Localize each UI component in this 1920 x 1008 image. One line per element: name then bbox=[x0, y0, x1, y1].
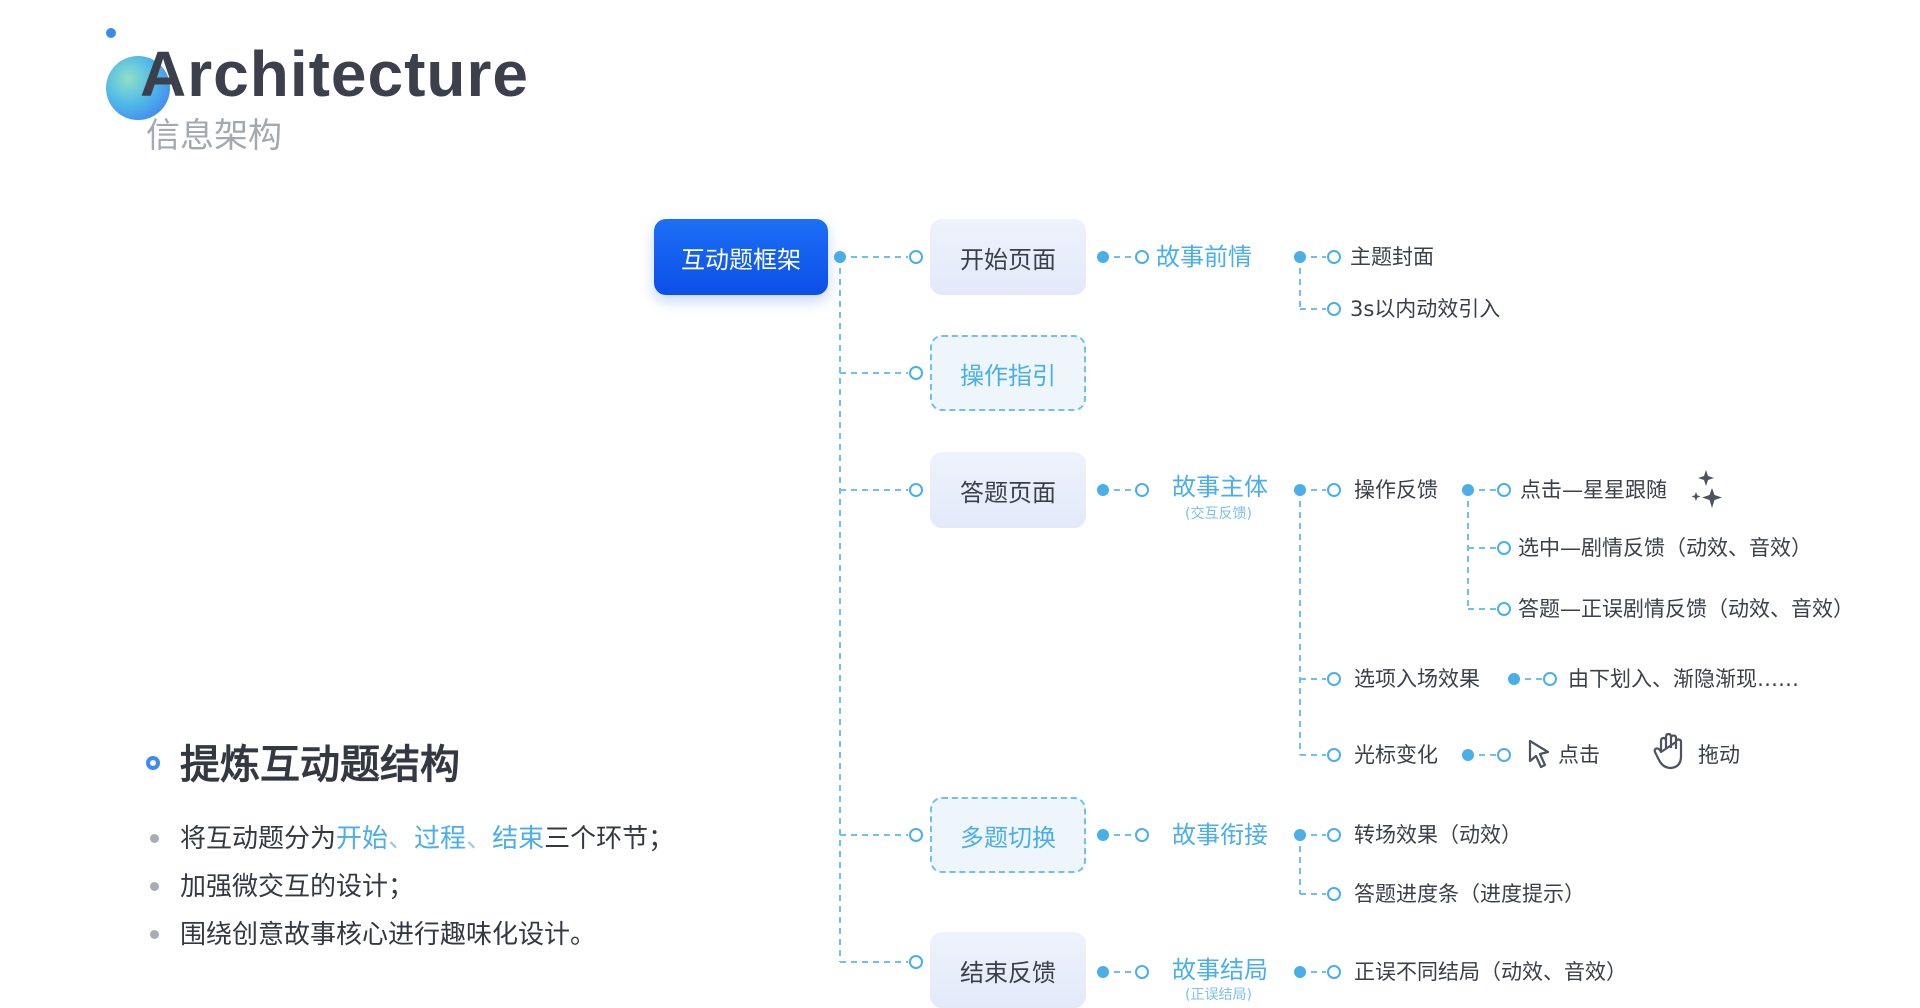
node-option-enter: 选项入场效果 bbox=[1354, 667, 1480, 691]
node-endings: 正误不同结局（动效、音效） bbox=[1354, 960, 1627, 984]
node-transition: 转场效果（动效） bbox=[1354, 823, 1522, 847]
node-select-feedback: 选中—剧情反馈（动效、音效） bbox=[1518, 536, 1812, 560]
page-title: Architecture bbox=[140, 38, 529, 110]
summary-title: 提炼互动题结构 bbox=[180, 742, 460, 788]
node-switch: 多题切换 bbox=[930, 797, 1086, 873]
line1-separator-2: 、 bbox=[466, 824, 493, 854]
node-intro: 3s以内动效引入 bbox=[1350, 297, 1501, 321]
summary-line-2: 加强微交互的设计； bbox=[180, 872, 415, 902]
line1-highlight-start: 开始 bbox=[336, 824, 389, 854]
node-cover: 主题封面 bbox=[1350, 245, 1434, 269]
node-guide: 操作指引 bbox=[930, 335, 1086, 411]
node-cursor-drag: 拖动 bbox=[1698, 743, 1740, 767]
node-root: 互动题框架 bbox=[654, 219, 828, 295]
node-link: 故事衔接 bbox=[1172, 821, 1268, 849]
node-main-sub: (交互反馈) bbox=[1185, 506, 1252, 522]
bullet-dot bbox=[150, 834, 159, 843]
node-progress: 答题进度条（进度提示） bbox=[1354, 882, 1585, 906]
summary-line-3: 围绕创意故事核心进行趣味化设计。 bbox=[180, 920, 597, 950]
node-cursor-click: 点击 bbox=[1558, 743, 1600, 767]
hand-grab-icon bbox=[1653, 732, 1683, 770]
node-cursor-change: 光标变化 bbox=[1354, 743, 1438, 767]
node-answer-feedback: 答题—正误剧情反馈（动效、音效） bbox=[1518, 597, 1854, 621]
summary-line-1: 将互动题分为开始、过程、结束三个环节； bbox=[180, 821, 674, 857]
line1-prefix: 将互动题分为 bbox=[180, 824, 337, 854]
logo-dot bbox=[106, 28, 116, 38]
node-ending-sub: (正误结局) bbox=[1185, 987, 1252, 1003]
page-subtitle: 信息架构 bbox=[146, 116, 282, 156]
node-op-feedback: 操作反馈 bbox=[1354, 478, 1438, 502]
node-option-enter-detail: 由下划入、渐隐渐现…… bbox=[1568, 667, 1799, 691]
summary-ring-icon bbox=[146, 756, 160, 770]
node-answer-page: 答题页面 bbox=[930, 452, 1086, 528]
node-prelude: 故事前情 bbox=[1156, 243, 1252, 271]
line1-separator-1: 、 bbox=[388, 824, 415, 854]
sparkle-icon bbox=[1691, 470, 1722, 508]
node-end-page: 结束反馈 bbox=[930, 932, 1086, 1008]
node-main: 故事主体 bbox=[1172, 473, 1268, 501]
bullet-dot bbox=[150, 882, 159, 891]
line1-highlight-end: 结束 bbox=[492, 824, 545, 854]
pointer-cursor-icon bbox=[1528, 739, 1550, 769]
line1-highlight-process: 过程 bbox=[414, 824, 467, 854]
node-start-page: 开始页面 bbox=[930, 219, 1086, 295]
node-ending: 故事结局 bbox=[1172, 956, 1268, 984]
line1-suffix: 三个环节； bbox=[544, 824, 675, 854]
node-click-star: 点击—星星跟随 bbox=[1520, 478, 1667, 502]
logo-orb-icon bbox=[106, 56, 170, 120]
bullet-dot bbox=[150, 930, 159, 939]
diagram-connectors bbox=[834, 250, 1557, 982]
